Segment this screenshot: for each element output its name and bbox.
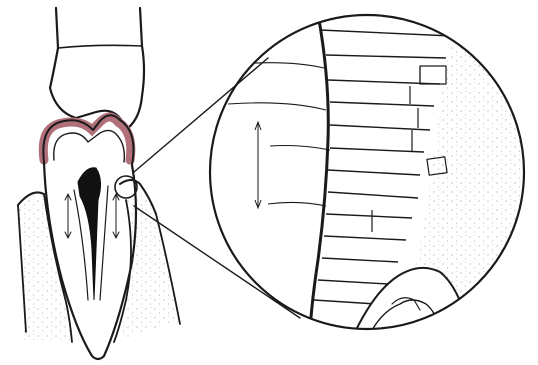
alveolar-bone-right: [114, 176, 180, 342]
upper-tooth: [50, 8, 144, 128]
alveolar-bone-left: [18, 192, 72, 342]
magnified-view: [210, 10, 538, 330]
